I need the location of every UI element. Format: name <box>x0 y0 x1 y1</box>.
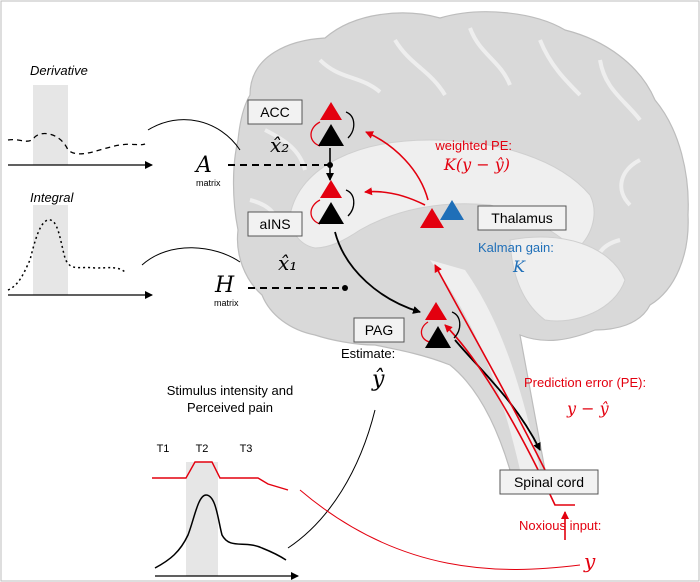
perceived-pain-curve <box>154 494 287 569</box>
derivative-panel <box>7 85 153 169</box>
stimulus-window <box>186 462 218 576</box>
pag-error-neuron-icon <box>425 302 447 320</box>
integral-title: Integral <box>30 190 74 205</box>
integral-curve <box>7 219 126 291</box>
pag-box <box>353 317 405 343</box>
acc-loop-black <box>345 111 355 139</box>
stimulus-panel <box>152 461 299 580</box>
integral-panel <box>7 205 153 299</box>
ains-box <box>247 211 303 237</box>
ains-loop-red <box>310 199 321 225</box>
weighted-pe-formula: K(y − ŷ) <box>443 155 510 174</box>
noxious-input-label: Noxious input: <box>519 518 601 533</box>
x1-hat-symbol: x̂₁ <box>278 251 297 275</box>
pag-label: PAG <box>365 322 394 338</box>
acc-label: ACC <box>260 104 290 120</box>
stimulus-title-line2: Perceived pain <box>187 400 273 415</box>
connector-derivative <box>147 119 241 151</box>
weighted-pe-label: weighted PE: <box>434 138 512 153</box>
connector-noxious <box>299 489 581 570</box>
t1-label: T1 <box>157 443 170 455</box>
a-matrix-symbol: A <box>194 153 212 178</box>
t2-label: T2 <box>196 443 209 455</box>
spinal-cord-label: Spinal cord <box>514 474 584 490</box>
pe-label: Prediction error (PE): <box>524 375 646 390</box>
a-matrix-sublabel: matrix <box>196 178 221 188</box>
stimulus-title-line1: Stimulus intensity and <box>167 383 293 398</box>
spinal-to-thalamus-arrow <box>434 264 546 471</box>
acc-error-neuron-icon <box>320 102 342 120</box>
stimulus-intensity-curve <box>152 461 289 491</box>
h-matrix-symbol: H <box>214 273 235 298</box>
estimate-label: Estimate: <box>341 346 395 361</box>
acc-box <box>247 99 303 125</box>
brain-outline <box>232 11 689 471</box>
ains-loop-black <box>345 189 355 217</box>
thalamus-to-ains-arrow <box>364 187 426 206</box>
pe-formula: y − ŷ <box>566 399 610 418</box>
y-hat-symbol: ŷ <box>371 367 385 392</box>
ains-to-pag-arrow <box>334 231 421 314</box>
kalman-gain-label: Kalman gain: <box>478 240 554 255</box>
connector-integral <box>141 247 241 266</box>
h-matrix-sublabel: matrix <box>214 298 239 308</box>
pag-estimate-neuron-icon <box>425 326 451 348</box>
thalamus-label: Thalamus <box>491 210 552 226</box>
pag-to-spinal-arrow <box>454 339 541 451</box>
pag-loop-red <box>420 321 431 343</box>
h-matrix-dot <box>342 285 348 291</box>
derivative-curve <box>7 132 146 155</box>
x2-hat-symbol: x̂₂ <box>270 133 289 157</box>
thalamus-to-acc-arrow <box>365 131 429 201</box>
acc-loop-red <box>310 121 321 147</box>
thalamus-box <box>477 205 567 231</box>
integral-stim-window <box>33 205 68 295</box>
derivative-stim-window <box>33 85 68 165</box>
ains-error-neuron-icon <box>320 180 342 198</box>
acc-estimate-neuron-icon <box>318 124 344 146</box>
thalamus-kalman-neuron-icon <box>440 200 464 220</box>
connector-estimate <box>287 409 376 549</box>
pag-loop-black <box>451 311 461 339</box>
t3-label: T3 <box>240 443 253 455</box>
ains-estimate-neuron-icon <box>318 202 344 224</box>
derivative-title: Derivative <box>30 63 88 78</box>
kalman-gain-symbol: K <box>512 257 526 276</box>
spinal-cord-box <box>499 469 599 495</box>
noxious-input-symbol: y <box>583 549 596 573</box>
thalamus-error-neuron-icon <box>420 208 444 228</box>
ains-label: aINS <box>259 216 290 232</box>
